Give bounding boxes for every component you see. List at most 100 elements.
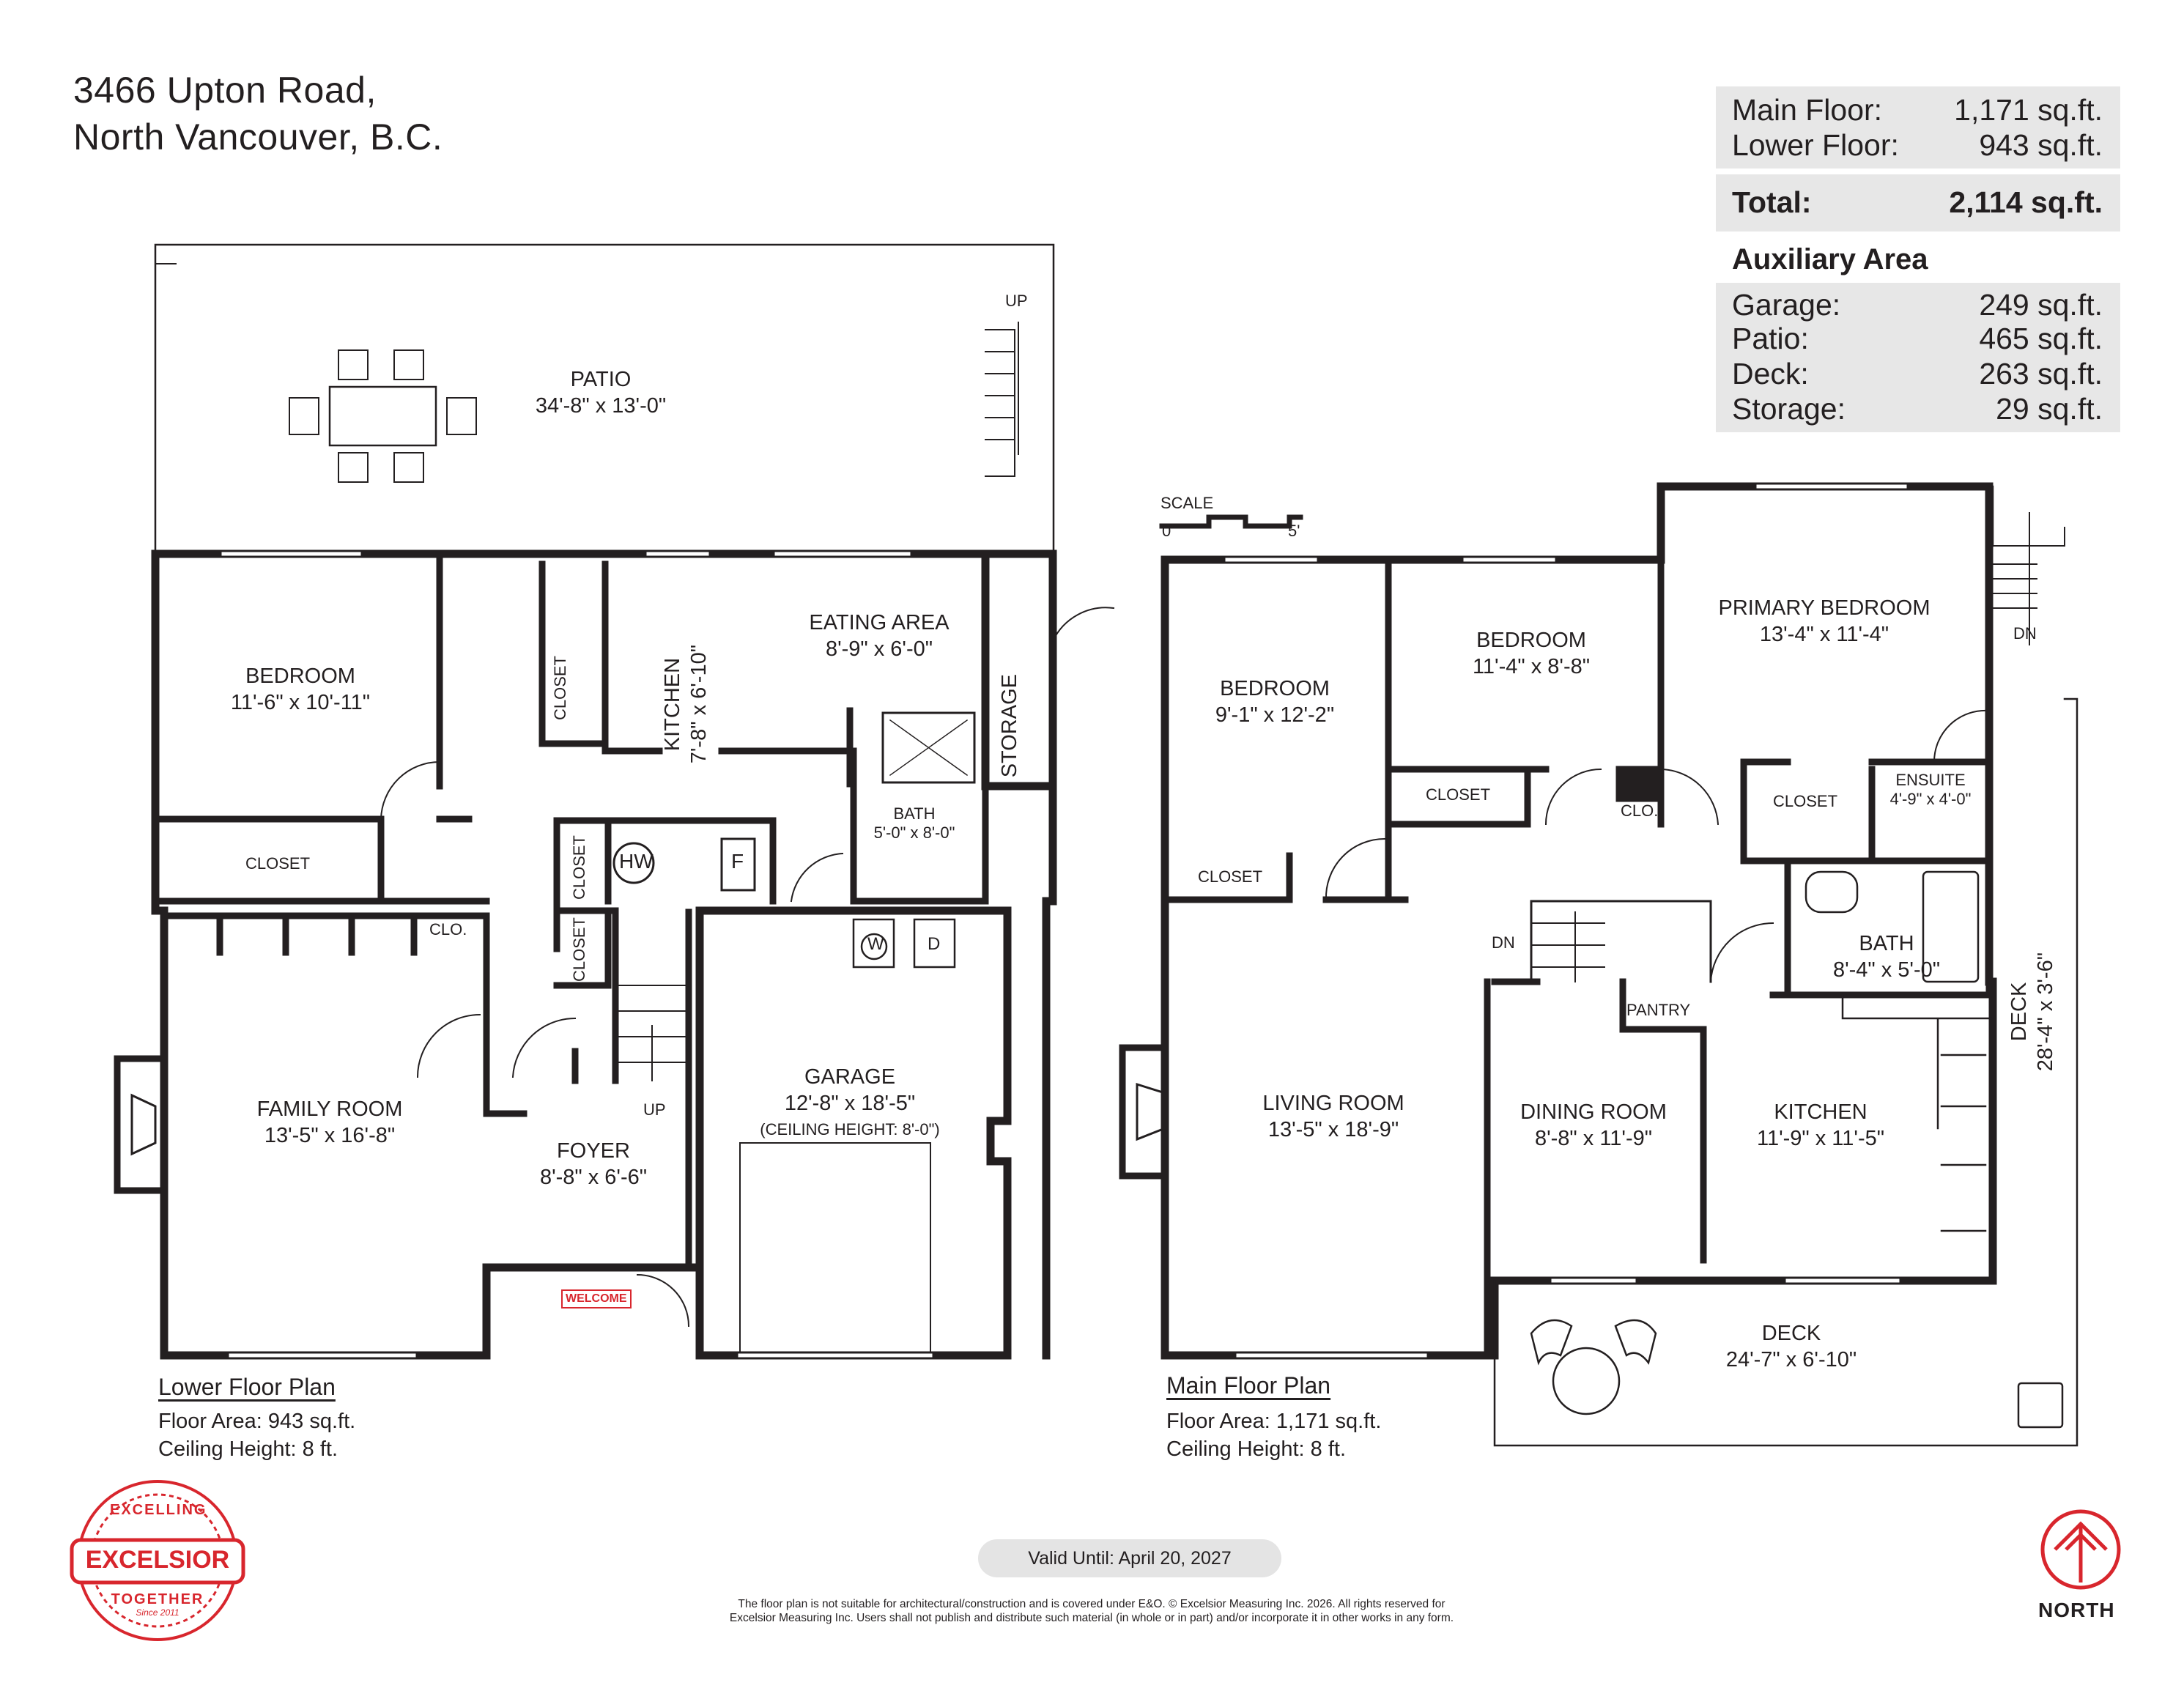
lower-stairs — [618, 985, 686, 1081]
lower-closet-top: CLOSET — [551, 656, 569, 721]
auxiliary-title: Auxiliary Area — [1732, 243, 1928, 275]
logo-name: EXCELSIOR — [85, 1546, 230, 1574]
welcome-mat: WELCOME — [561, 1289, 632, 1308]
lower-fireplace — [114, 1055, 168, 1194]
lower-floor-area: Floor Area: 943 sq.ft. — [158, 1410, 356, 1433]
main-stairs — [1530, 911, 1605, 982]
logo-since: Since 2011 — [136, 1607, 179, 1618]
main-pantry — [1619, 978, 1707, 1033]
patio-stairs — [985, 329, 1015, 477]
main-closet-left: CLOSET — [1198, 867, 1263, 886]
lower-bath-wall — [850, 747, 989, 905]
aux-row-garage: Garage:249 sq.ft. — [1732, 288, 2103, 322]
logo-bottom-text: TOGETHER — [111, 1591, 204, 1607]
main-kitchen-counter — [1841, 993, 1993, 1232]
main-bedroom-mid-wall — [1385, 556, 1665, 828]
aux-row-storage: Storage:29 sq.ft. — [1732, 392, 2103, 426]
main-fireplace-inner — [1136, 1082, 1166, 1141]
lower-closet-mid2: CLOSET — [570, 917, 588, 982]
lower-fireplace-inner — [130, 1093, 157, 1156]
scale-label: SCALE — [1161, 494, 1214, 512]
address-line-1: 3466 Upton Road, — [73, 70, 377, 111]
scale-end: 5' — [1288, 522, 1300, 540]
excelsior-logo — [70, 1480, 245, 1641]
lower-family-top — [160, 912, 490, 989]
area-summary-box: Main Floor:1,171 sq.ft. Lower Floor:943 … — [1716, 86, 2120, 169]
lower-up-stair: UP — [643, 1100, 666, 1119]
main-deck-stairs — [1992, 512, 2065, 645]
main-floor-area: Floor Area: 1,171 sq.ft. — [1166, 1410, 1382, 1433]
lower-floor-plan-title: Lower Floor Plan — [158, 1374, 336, 1400]
lower-closet-mid1: CLOSET — [570, 835, 588, 900]
lower-shower-inner — [889, 719, 969, 777]
scale-start: 0' — [1162, 522, 1174, 540]
main-primary-closet — [1740, 758, 1993, 865]
north-compass-icon — [2040, 1509, 2121, 1590]
area-total-box: Total:2,114 sq.ft. — [1716, 174, 2120, 232]
scale-bar — [1159, 514, 1303, 529]
address-line-2: North Vancouver, B.C. — [73, 116, 443, 158]
lower-kitchen-wall — [601, 707, 854, 788]
main-bedroom-left-wall — [1161, 556, 1392, 903]
main-deck-outline — [1493, 485, 2078, 1447]
lower-floor-ceiling: Ceiling Height: 8 ft. — [158, 1437, 338, 1461]
main-clo-label: CLO. — [1621, 802, 1659, 820]
main-living-wall — [1385, 896, 1541, 1359]
lower-bedroom-wall — [152, 550, 490, 905]
lower-garage-wall — [695, 906, 1012, 1360]
patio-table — [328, 385, 437, 447]
main-dn-stair: DN — [1492, 933, 1515, 952]
aux-row-deck: Deck:263 sq.ft. — [1732, 357, 2103, 390]
lower-closet-bedroom: CLOSET — [245, 854, 311, 873]
area-row-lower: Lower Floor:943 sq.ft. — [1732, 128, 2103, 162]
area-row-main: Main Floor:1,171 sq.ft. — [1732, 93, 2103, 127]
main-closet-mid: CLOSET — [1426, 785, 1491, 804]
disclaimer: The floor plan is not suitable for archi… — [729, 1598, 1454, 1624]
main-pantry-label: PANTRY — [1626, 1001, 1691, 1019]
lower-f-label: F — [731, 850, 744, 873]
aux-row-patio: Patio:465 sq.ft. — [1732, 322, 2103, 355]
main-floor-plan-title: Main Floor Plan — [1166, 1372, 1331, 1399]
main-kitchen-wall — [1700, 991, 1791, 1264]
lower-closet-top — [538, 560, 609, 755]
auxiliary-box: Garage:249 sq.ft. Patio:465 sq.ft. Deck:… — [1716, 283, 2120, 432]
main-stair-area — [1530, 900, 1712, 983]
north-label: NORTH — [2038, 1599, 2115, 1621]
lower-hw-label: HW — [619, 850, 654, 873]
lower-hw-wall — [553, 817, 777, 952]
lower-garage-door — [739, 1142, 931, 1356]
lower-shower — [881, 711, 976, 784]
valid-until-badge: Valid Until: April 20, 2027 — [978, 1539, 1281, 1577]
logo-top-text: EXCELLING — [110, 1502, 207, 1518]
main-closet-primary: CLOSET — [1773, 792, 1838, 810]
lower-up-patio: UP — [1005, 292, 1028, 310]
main-floor-ceiling: Ceiling Height: 8 ft. — [1166, 1437, 1347, 1461]
lower-clo-label: CLO. — [429, 920, 467, 939]
lower-storage-label: STORAGE — [998, 674, 1021, 778]
patio-outline — [154, 243, 1055, 555]
lower-dryer-label: D — [928, 934, 941, 954]
area-row-total: Total:2,114 sq.ft. — [1732, 185, 2103, 219]
main-dn-deck: DN — [2013, 624, 2037, 643]
lower-stair-wall — [553, 907, 619, 1084]
main-fireplace — [1119, 1044, 1169, 1180]
